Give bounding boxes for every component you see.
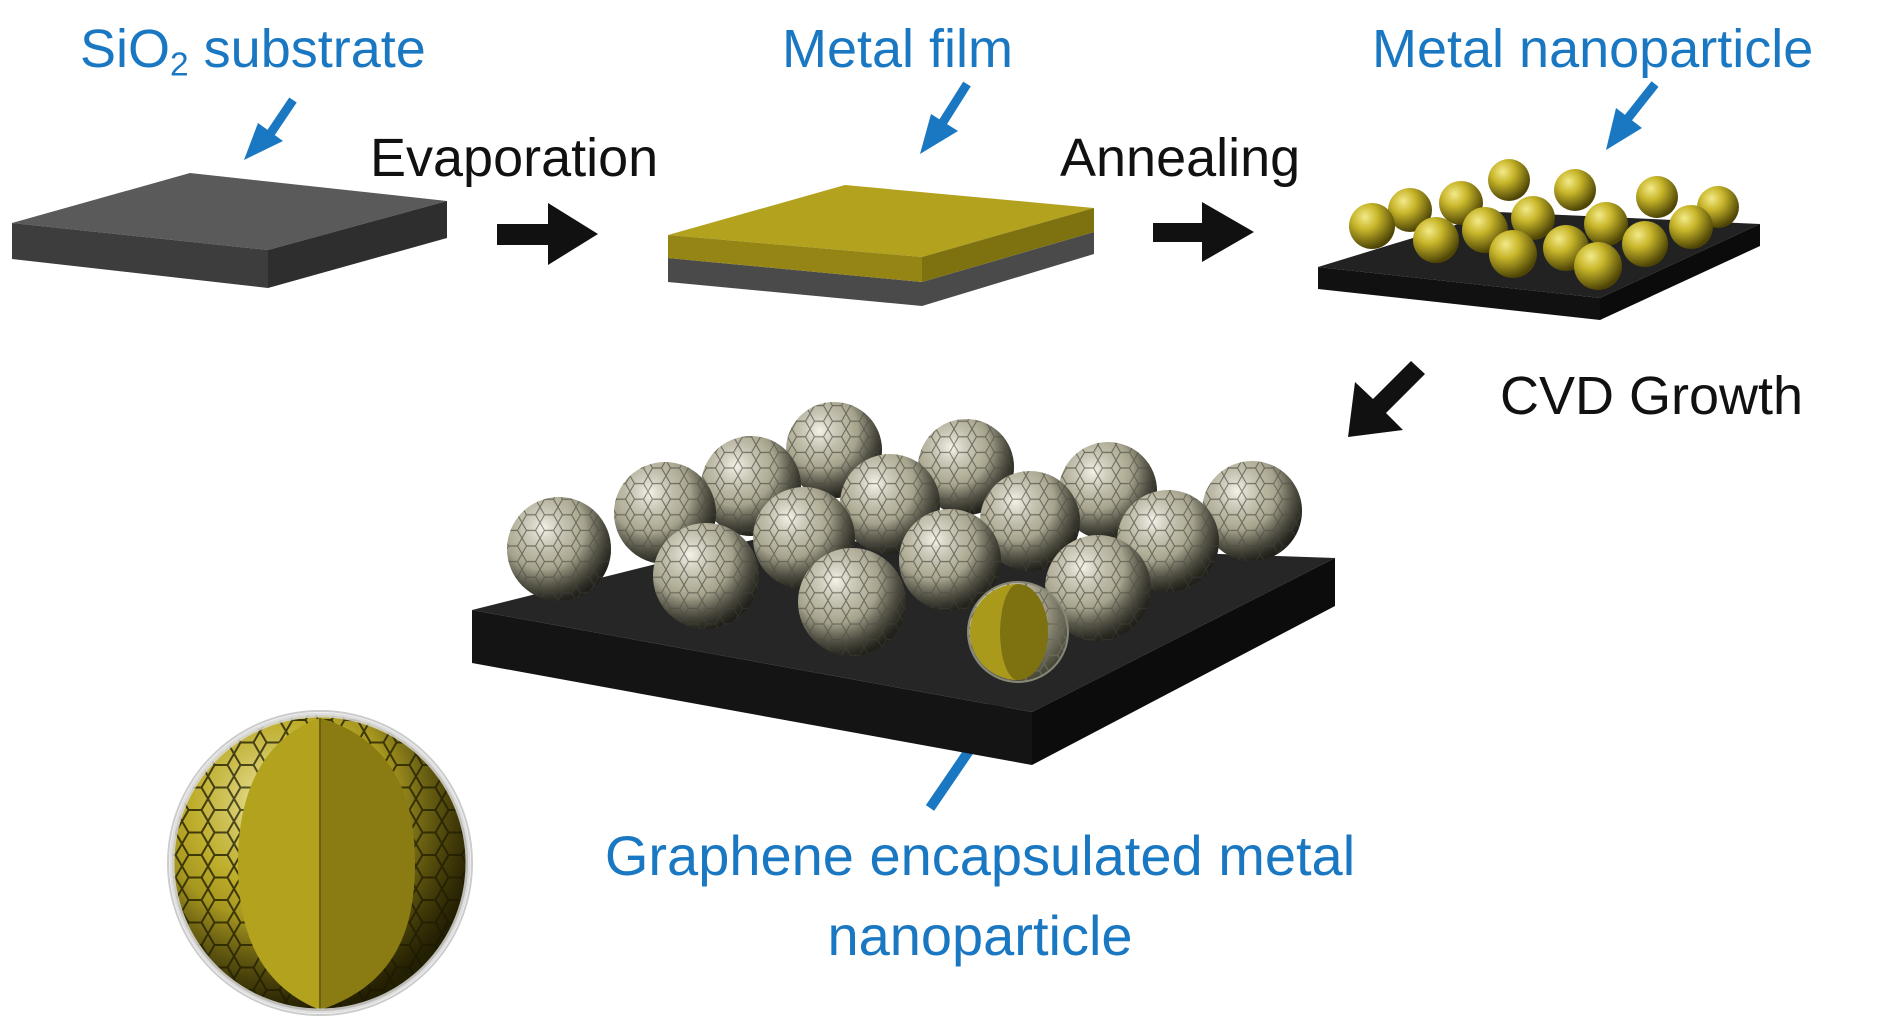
evaporation-arrow <box>497 203 598 265</box>
graphene-label-line2: nanoparticle <box>827 904 1133 967</box>
gold-nanoparticles <box>1349 159 1739 290</box>
gold-sphere <box>1584 202 1628 246</box>
gold-sphere <box>1488 159 1530 201</box>
gold-sphere <box>1388 188 1432 232</box>
graphene-nanoparticles <box>507 402 1302 683</box>
metal-film-pointer-arrow <box>920 81 971 154</box>
graphene-sphere <box>899 509 1001 611</box>
graphene-sphere <box>507 497 611 601</box>
gold-sphere <box>1349 203 1395 249</box>
evaporation-label: Evaporation <box>370 128 659 188</box>
cvd-growth-label: CVD Growth <box>1500 366 1804 426</box>
gold-sphere <box>1413 217 1459 263</box>
graphene-sphere <box>1202 461 1302 561</box>
metal-film-slab <box>668 185 1094 306</box>
gold-sphere <box>1636 176 1678 218</box>
annealing-arrow <box>1153 202 1254 262</box>
nanoparticle-pointer-arrow <box>1606 81 1659 150</box>
gold-sphere <box>1554 169 1596 211</box>
metal-nanoparticle-label: Metal nanoparticle <box>1372 19 1814 79</box>
gold-sphere <box>1622 221 1668 267</box>
gold-sphere <box>1669 205 1713 249</box>
annealing-label: Annealing <box>1060 128 1301 188</box>
cvd-growth-arrow <box>1348 361 1425 437</box>
sio2-pointer-arrow <box>244 97 297 160</box>
graphene-sphere <box>653 523 759 629</box>
sio2-substrate-slab <box>12 173 447 288</box>
cut-graphene-sphere <box>967 581 1069 683</box>
gold-sphere <box>1574 242 1622 290</box>
metal-film-label: Metal film <box>782 19 1014 79</box>
sio2-substrate-label: SiO2 substrate <box>80 19 426 84</box>
graphene-sphere <box>980 471 1080 571</box>
graphene-label-line1: Graphene encapsulated metal <box>604 824 1356 887</box>
graphene-sphere <box>798 548 906 656</box>
gold-sphere <box>1489 230 1537 278</box>
graphene-sphere <box>1045 535 1151 641</box>
zoomed-cut-sphere <box>167 710 473 1016</box>
gold-sphere <box>1511 196 1555 240</box>
